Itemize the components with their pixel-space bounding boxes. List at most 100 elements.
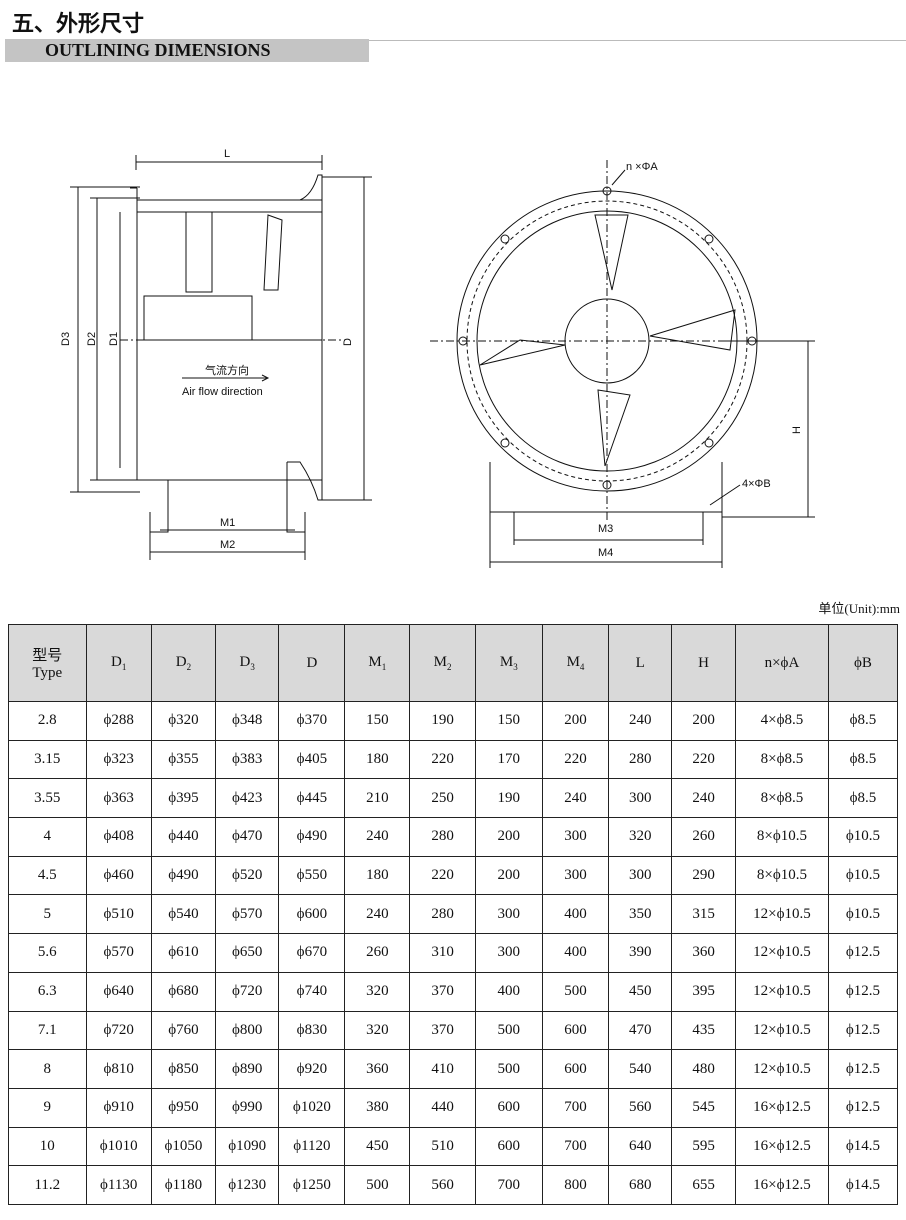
column-header-label: D [175,654,187,670]
column-header: ϕB [827,624,899,702]
column-header-sub: 3 [250,662,255,672]
airflow-label-cn: 气流方向 [205,363,249,377]
table-cell: 4×ϕ8.5 [734,701,829,741]
column-header-sub: Type [32,665,63,681]
column-header-label: D [239,654,251,670]
table-cell: 400 [541,894,610,935]
column-header-label: L [635,654,645,671]
table-cell: ϕ640 [85,971,152,1012]
table-cell: 10 [8,1126,87,1167]
table-cell: ϕ920 [278,1049,346,1089]
table-cell: ϕ1250 [278,1165,346,1205]
column-header: L [608,624,673,702]
table-cell: 700 [541,1126,610,1167]
table-cell: 540 [608,1049,673,1089]
table-cell: ϕ370 [278,701,346,741]
table-cell: 500 [541,971,610,1012]
table-cell: 360 [671,933,736,973]
table-cell: ϕ1090 [215,1126,280,1167]
table-cell: 410 [409,1049,476,1089]
table-cell: ϕ1050 [150,1126,217,1167]
table-cell: ϕ14.5 [827,1165,899,1205]
table-cell: 8×ϕ10.5 [734,855,829,896]
table-cell: 8×ϕ10.5 [734,817,829,857]
table-cell: 210 [344,778,411,819]
table-cell: ϕ408 [85,817,152,857]
table-cell: 9 [8,1087,87,1128]
dim-D3: D3 [60,332,72,346]
dim-H: H [791,426,803,434]
table-cell: 6.3 [8,971,87,1012]
table-cell: 150 [474,701,543,741]
table-cell: 395 [671,971,736,1012]
table-cell: 200 [474,817,543,857]
table-cell: 220 [541,739,610,780]
table-cell: 680 [608,1165,673,1205]
column-header: H [671,624,736,702]
table-cell: ϕ12.5 [827,933,899,973]
table-cell: 370 [409,1010,476,1051]
column-header-label: 型号 [32,648,63,664]
table-cell: ϕ405 [278,739,346,780]
table-cell: 600 [474,1126,543,1167]
section-title-cn: 五、外形尺寸 [12,11,145,36]
table-cell: ϕ490 [278,817,346,857]
table-cell: 600 [541,1010,610,1051]
table-cell: 12×ϕ10.5 [734,1010,829,1051]
table-cell: ϕ460 [85,855,152,896]
table-cell: ϕ10.5 [827,817,899,857]
table-cell: ϕ1130 [85,1165,152,1205]
table-cell: 310 [409,933,476,973]
column-header-label: M [499,654,514,670]
table-cell: ϕ470 [215,817,280,857]
table-cell: 280 [409,817,476,857]
table-cell: ϕ395 [150,778,217,819]
table-cell: 7.1 [8,1010,87,1051]
table-cell: 315 [671,894,736,935]
table-cell: ϕ12.5 [827,1087,899,1128]
table-cell: 2.8 [8,701,87,741]
table-cell: 11.2 [8,1165,87,1205]
dim-D1: D1 [108,332,120,346]
table-cell: 280 [409,894,476,935]
table-cell: 250 [409,778,476,819]
table-cell: ϕ720 [215,971,280,1012]
table-cell: 220 [671,739,736,780]
section-title-band: OUTLINING DIMENSIONS [5,39,369,62]
column-header-label: D [306,654,318,671]
table-cell: ϕ10.5 [827,855,899,896]
table-cell: ϕ540 [150,894,217,935]
table-cell: ϕ323 [85,739,152,780]
column-header: D1 [85,624,152,702]
table-cell: ϕ550 [278,855,346,896]
table-cell: ϕ363 [85,778,152,819]
column-header-label: D [111,654,122,670]
table-cell: 370 [409,971,476,1012]
table-cell: 400 [541,933,610,973]
table-cell: ϕ10.5 [827,894,899,935]
column-header-label: M [433,654,447,670]
column-header-label: M [368,654,382,670]
table-cell: ϕ8.5 [827,701,899,741]
table-cell: ϕ890 [215,1049,280,1089]
table-cell: ϕ1020 [278,1087,346,1128]
table-cell: 390 [608,933,673,973]
table-cell: 12×ϕ10.5 [734,933,829,973]
table-cell: 545 [671,1087,736,1128]
table-cell: ϕ12.5 [827,971,899,1012]
table-cell: 600 [541,1049,610,1089]
table-cell: 300 [474,933,543,973]
dim-M3: M3 [598,523,613,535]
table-cell: 640 [608,1126,673,1167]
table-cell: ϕ1010 [85,1126,152,1167]
column-header: M2 [409,624,476,702]
label-holes-A: n ×ΦA [626,161,658,173]
dim-D: D [342,338,354,346]
